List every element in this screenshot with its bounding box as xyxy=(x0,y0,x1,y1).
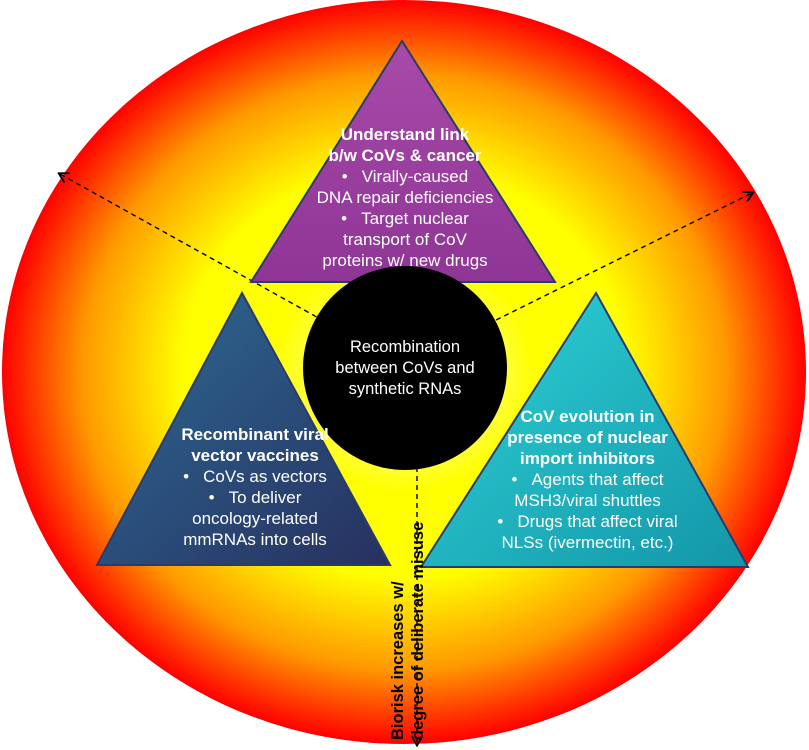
right-bullet-2-cont: NLSs (ivermectin, etc.) xyxy=(501,533,674,552)
top-panel-text: Understand link b/w CoVs & cancer Virall… xyxy=(280,124,530,271)
right-panel-title-1: CoV evolution in xyxy=(520,407,655,426)
left-panel-title-1: Recombinant viral xyxy=(181,425,329,444)
right-panel-title-2: presence of nuclear xyxy=(507,428,668,447)
right-panel-title-3: import inhibitors xyxy=(519,449,656,468)
left-bullet-2-cont-1: oncology-related xyxy=(192,509,318,528)
center-line-3: synthetic RNAs xyxy=(348,380,462,398)
arrow-upper-right xyxy=(479,193,752,329)
left-panel-text: Recombinant viral vector vaccines CoVs a… xyxy=(150,424,360,550)
top-bullet-1-cont: DNA repair deficiencies xyxy=(316,188,494,207)
right-bullet-1-cont: MSH3/viral shuttles xyxy=(514,491,661,510)
top-panel-title-2: b/w CoVs & cancer xyxy=(328,146,482,165)
top-bullet-1: Virally-caused xyxy=(280,166,530,187)
biorisk-label-line-1: Biorisk increases w/ xyxy=(389,581,407,740)
left-bullet-2: To deliver xyxy=(150,487,360,508)
top-panel-title-1: Understand link xyxy=(340,125,470,144)
right-bullet-1: Agents that affect xyxy=(465,469,710,490)
top-bullet-2: Target nuclear xyxy=(280,208,530,229)
center-line-2: between CoVs and xyxy=(335,359,475,377)
biorisk-axis-label: Biorisk increases w/ degree of deliberat… xyxy=(388,310,428,740)
top-bullet-2-cont-2: proteins w/ new drugs xyxy=(322,251,488,270)
left-bullet-1: CoVs as vectors xyxy=(150,466,360,487)
center-line-1: Recombination xyxy=(349,338,461,356)
center-text: Recombination between CoVs and synthetic… xyxy=(320,337,490,400)
left-panel-title-2: vector vaccines xyxy=(191,446,319,465)
biorisk-label-line-2: degree of deliberate misuse xyxy=(409,521,427,740)
right-triangle xyxy=(419,291,750,568)
right-bullet-2: Drugs that affect viral xyxy=(465,511,710,532)
left-bullet-2-cont-2: mmRNAs into cells xyxy=(183,530,327,549)
right-panel-text: CoV evolution in presence of nuclear imp… xyxy=(465,406,710,553)
top-bullet-2-cont-1: transport of CoV xyxy=(343,230,467,249)
center-circle xyxy=(303,266,507,470)
